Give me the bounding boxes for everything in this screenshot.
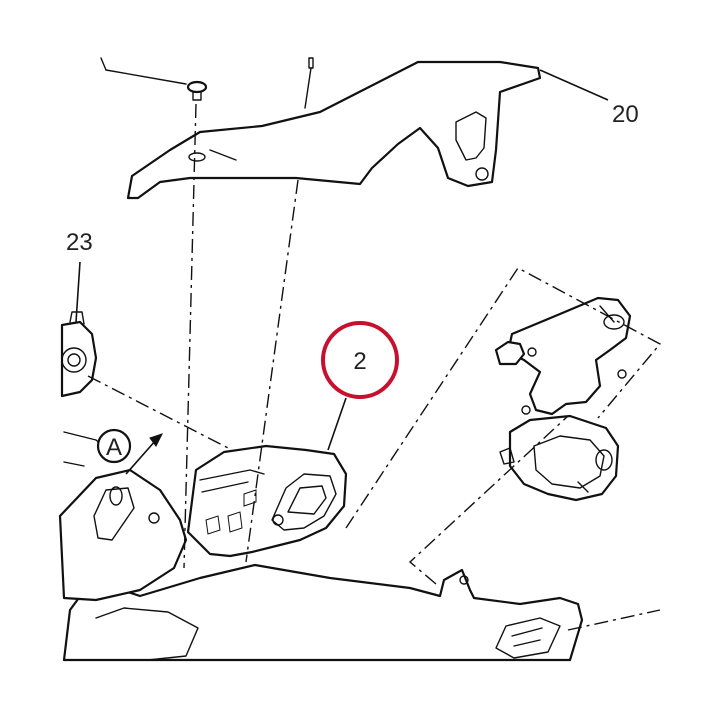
pin-fastener[interactable] <box>304 57 314 109</box>
main-cover-part[interactable] <box>186 444 348 558</box>
construction-lines <box>87 103 662 631</box>
highlighted-callout-2[interactable]: 2 <box>321 321 399 399</box>
screw-fastener[interactable] <box>100 57 208 101</box>
left-round-part[interactable] <box>60 311 98 398</box>
left-frame-section[interactable] <box>58 431 188 602</box>
leader-line-23 <box>75 261 81 323</box>
view-marker-label: A <box>106 434 122 461</box>
lower-frame-part[interactable] <box>62 563 584 662</box>
top-bracket-part[interactable] <box>126 60 542 200</box>
highlight-ring <box>321 321 399 399</box>
callout-label-20: 20 <box>612 101 639 128</box>
leader-line-2 <box>327 397 347 451</box>
leader-line-20 <box>539 69 609 101</box>
right-caliper-assembly[interactable] <box>494 296 632 502</box>
callout-label-2: 2 <box>353 348 366 375</box>
view-a-arrow <box>125 433 163 475</box>
callout-label-23: 23 <box>66 229 93 256</box>
view-marker-a: A <box>96 428 132 464</box>
